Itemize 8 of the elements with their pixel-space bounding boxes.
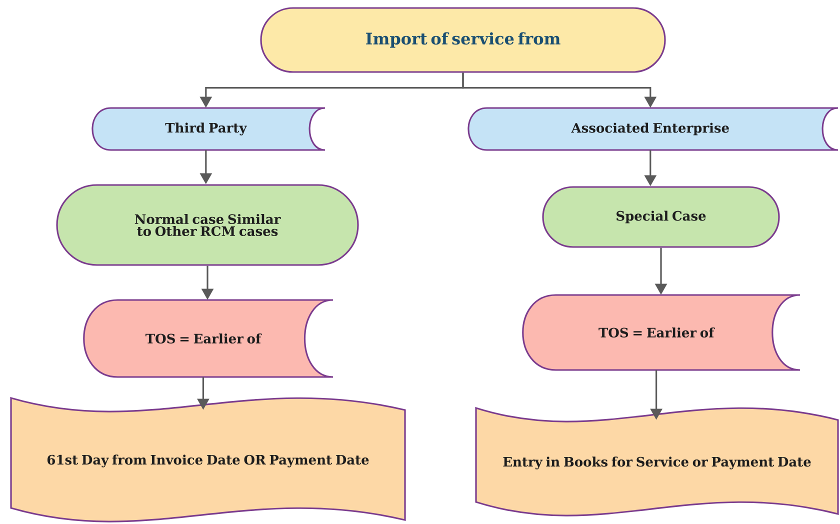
case-box: Normal case Similar to Other RCM cases [56, 184, 359, 266]
rule-box: TOS = Earlier of [83, 299, 334, 378]
result-banner: Entry in Books for Service or Payment Date [475, 407, 839, 516]
case-box: Special Case [542, 186, 780, 248]
category-box: Associated Enterprise [468, 107, 839, 151]
category-box: Third Party [92, 107, 326, 151]
result-banner: 61st Day from Invoice Date OR Payment Date [10, 397, 406, 522]
rule-box: TOS = Earlier of [522, 294, 801, 371]
